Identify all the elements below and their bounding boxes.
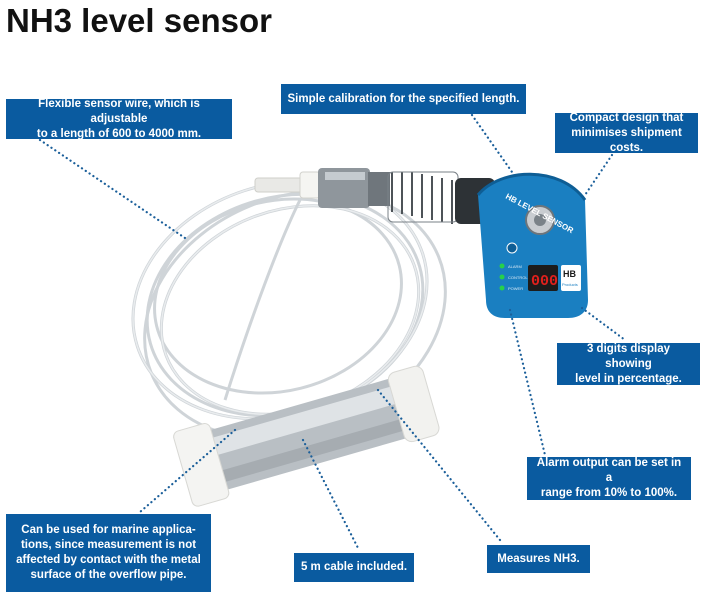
brand-sub: Products (562, 282, 578, 287)
brand-mark: HB (563, 269, 576, 279)
digit-display: 000 (531, 273, 558, 290)
probe-tube (173, 365, 440, 507)
callout-display: 3 digits display showing level in percen… (557, 343, 700, 385)
callout-alarm: Alarm output can be set in a range from … (527, 457, 691, 500)
device-head: ALARM CONTROL POWER 000 HB Products HB L… (476, 172, 588, 318)
callout-marine: Can be used for marine applica- tions, s… (6, 514, 211, 592)
page-title: NH3 level sensor (6, 2, 272, 39)
leader-lines (38, 113, 627, 550)
callout-wire: Flexible sensor wire, which is adjustabl… (6, 98, 232, 140)
led-label-power: POWER (508, 286, 523, 291)
callout-calibration: Simple calibration for the specified len… (281, 84, 526, 114)
callout-cable: 5 m cable included. (294, 553, 414, 582)
callout-compact: Compact design that minimises shipment c… (555, 112, 698, 154)
led-label-alarm: ALARM (508, 264, 522, 269)
callout-measures: Measures NH3. (487, 545, 590, 573)
led-label-control: CONTROL (508, 275, 528, 280)
